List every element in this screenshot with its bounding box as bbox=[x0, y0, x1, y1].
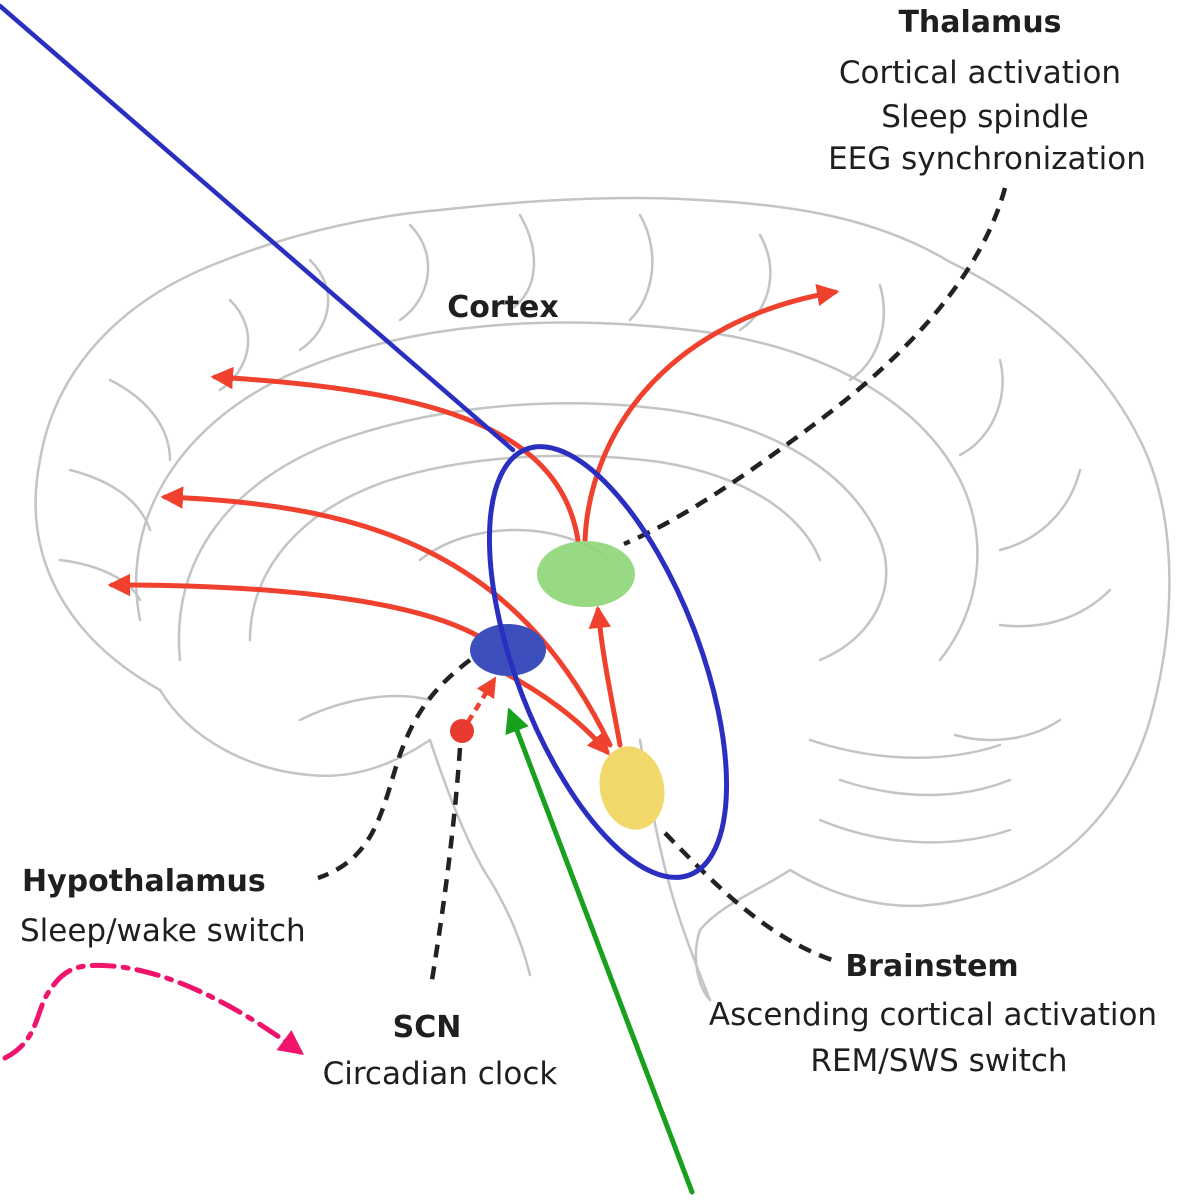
temporal-gyrus bbox=[300, 696, 430, 720]
thalamus-region bbox=[537, 541, 635, 607]
thalamus-function-2: Sleep spindle bbox=[881, 102, 1088, 133]
pathway-hypothalamus-to-frontal-cortex bbox=[112, 585, 485, 640]
gyrus-13 bbox=[60, 560, 140, 600]
brain-lower-contour bbox=[160, 690, 430, 776]
thalamus-title: Thalamus bbox=[898, 8, 1061, 38]
cortex-title: Cortex bbox=[447, 293, 558, 323]
brainstem-function-1: Ascending cortical activation bbox=[709, 1000, 1157, 1031]
pathway-thalamus-to-frontal-cortex bbox=[215, 377, 578, 540]
scn-region bbox=[450, 719, 474, 743]
gyrus-12 bbox=[70, 470, 150, 530]
leader-brainstem bbox=[665, 833, 838, 962]
hypothalamus-title: Hypothalamus bbox=[22, 867, 266, 897]
cingulate-gyrus bbox=[136, 323, 977, 660]
cerebellum-fold-2 bbox=[820, 820, 1010, 842]
gyrus-2 bbox=[300, 260, 328, 350]
brainstem-region bbox=[592, 740, 672, 835]
scn-title: SCN bbox=[393, 1013, 462, 1043]
gyrus-8 bbox=[960, 360, 1003, 455]
thalamus-function-1: Cortical activation bbox=[839, 58, 1121, 89]
gyrus-10 bbox=[1000, 590, 1110, 626]
thalamus-function-3: EEG synchronization bbox=[828, 144, 1146, 175]
gyrus-9 bbox=[1000, 470, 1080, 550]
annotation-blue-pointer-line bbox=[0, 6, 513, 450]
gyrus-11 bbox=[955, 720, 1060, 740]
pathway-scn-to-hypothalamus bbox=[468, 680, 494, 722]
leader-lines bbox=[318, 188, 1005, 980]
gyrus-3 bbox=[400, 225, 428, 320]
brainstem-outline-left bbox=[430, 740, 530, 975]
gyrus-7 bbox=[850, 285, 884, 380]
brainstem-title: Brainstem bbox=[845, 952, 1018, 982]
gyrus-5 bbox=[630, 215, 652, 320]
leader-hypothalamus bbox=[318, 660, 470, 878]
gyrus-14 bbox=[110, 380, 170, 460]
annotation-pink-dashdot-arrow bbox=[5, 965, 300, 1058]
leader-thalamus bbox=[624, 188, 1005, 544]
brainstem-function-2: REM/SWS switch bbox=[810, 1046, 1067, 1077]
pathway-brainstem-to-frontal-cortex bbox=[165, 497, 610, 745]
cerebellum-fold-1 bbox=[840, 780, 1010, 795]
cerebellum-fold-3 bbox=[810, 740, 1000, 758]
hypothalamus-function-1: Sleep/wake switch bbox=[20, 916, 306, 947]
scn-function-1: Circadian clock bbox=[323, 1059, 558, 1090]
